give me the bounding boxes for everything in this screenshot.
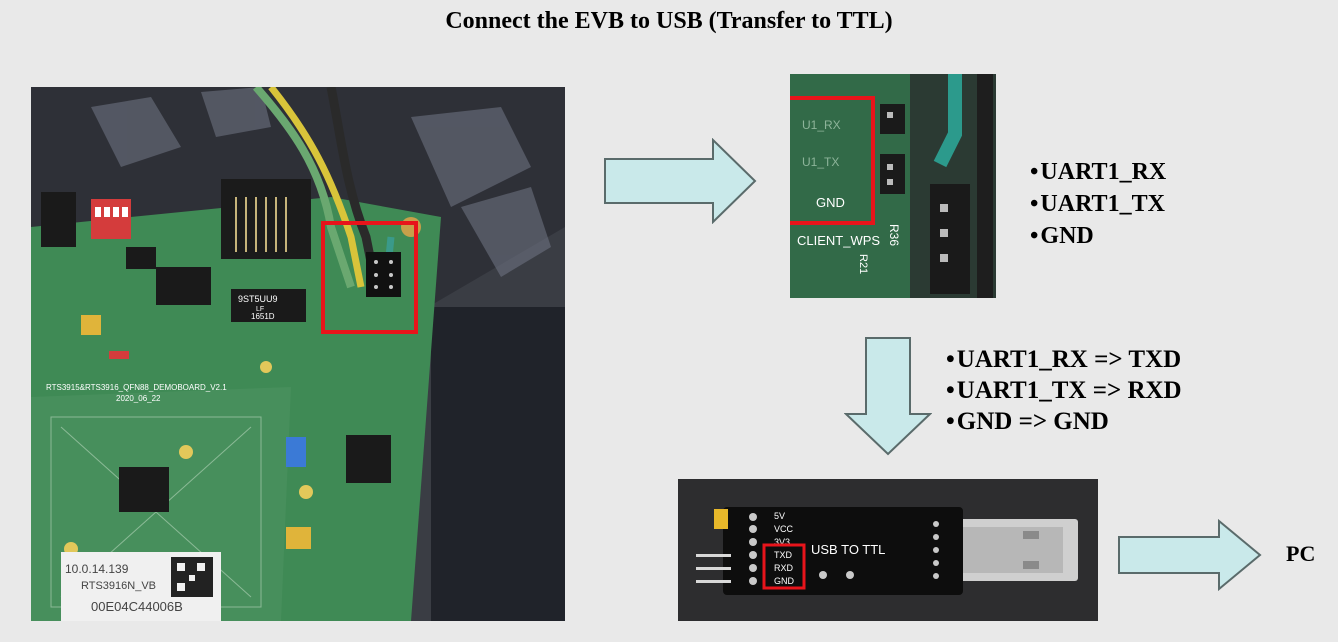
board-label: RTS3915&RTS3916_QFN88_DEMOBOARD_V2.1 <box>46 383 227 392</box>
list-item: GND <box>1030 220 1166 252</box>
sticker-ip: 10.0.14.139 <box>65 562 129 576</box>
usb-ttl-adapter-photo: 5V VCC 3V3 TXD RXD GND USB TO TTL <box>678 479 1098 621</box>
svg-text:LF: LF <box>256 306 264 313</box>
pin-label-rxd: RXD <box>774 563 794 573</box>
adapter-board-text: USB TO TTL <box>811 542 885 557</box>
list-item: UART1_TX <box>1030 188 1166 220</box>
uart-pin-list: UART1_RX UART1_TX GND <box>1030 156 1166 252</box>
pin-mapping-list: UART1_RX => TXD UART1_TX => RXD GND => G… <box>946 344 1182 437</box>
pc-label: PC <box>1286 541 1316 566</box>
list-item: UART1_TX => RXD <box>946 375 1182 406</box>
pin-label-txd: TXD <box>774 550 793 560</box>
arrow-down-icon <box>844 337 932 456</box>
sticker-model: RTS3916N_VB <box>81 580 156 592</box>
label-r21: R21 <box>857 254 869 274</box>
list-item: UART1_RX <box>1030 156 1166 188</box>
chip-label: 9ST5UU9 <box>238 294 278 304</box>
page-title: Connect the EVB to USB (Transfer to TTL) <box>445 8 893 34</box>
label-client-wps: CLIENT_WPS <box>797 233 880 248</box>
label-r36: R36 <box>887 224 901 246</box>
svg-text:2020_06_22: 2020_06_22 <box>116 394 161 403</box>
list-item: GND => GND <box>946 406 1182 437</box>
pin-label-vcc: VCC <box>774 524 794 534</box>
label-u1-rx: U1_RX <box>802 118 841 132</box>
label-u1-tx: U1_TX <box>802 155 839 169</box>
list-item: UART1_RX => TXD <box>946 344 1182 375</box>
header-uart-highlight <box>790 96 875 225</box>
arrow-right-icon <box>1118 519 1262 591</box>
evb-uart-highlight <box>321 221 418 334</box>
usb-pin-highlight <box>762 543 806 590</box>
pin-label-3v3: 3V3 <box>774 537 790 547</box>
evb-board-photo: 9ST5UU9 LF 1651D RTS3915&RTS3916_QFN88_D… <box>31 87 565 621</box>
arrow-right-icon <box>604 138 757 224</box>
uart-header-photo: U1_RX U1_TX GND R36 CLIENT_WPS R21 <box>790 74 996 298</box>
pin-label-gnd: GND <box>774 576 795 586</box>
pin-label-5v: 5V <box>774 511 785 521</box>
svg-text:1651D: 1651D <box>251 312 275 321</box>
label-gnd: GND <box>816 195 845 210</box>
sticker-mac: 00E04C44006B <box>91 599 183 614</box>
